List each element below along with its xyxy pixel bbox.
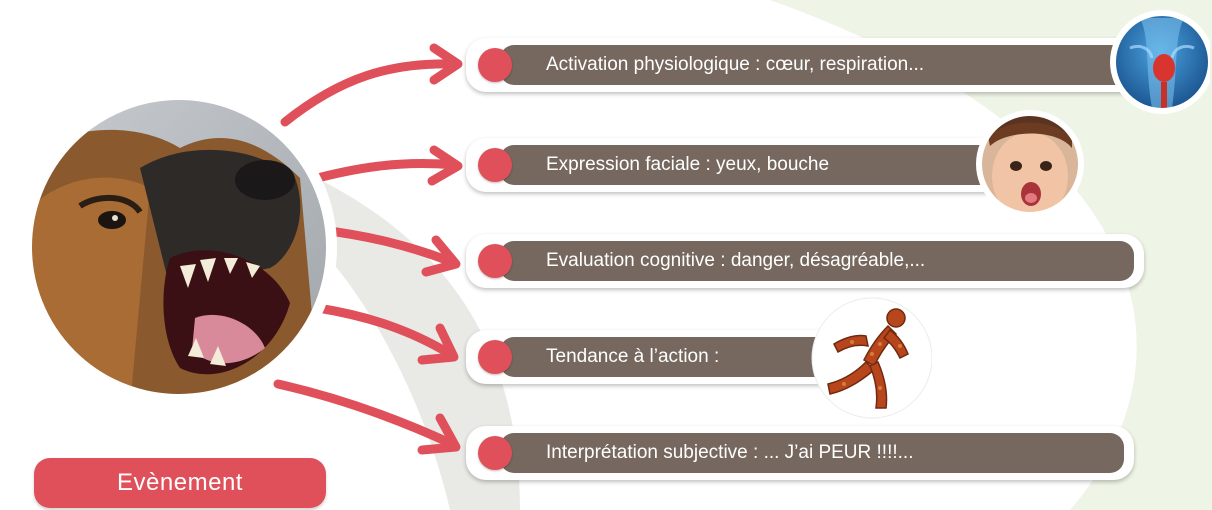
- response-label-box: Activation physiologique : cœur, respira…: [500, 45, 1134, 85]
- response-label: Evaluation cognitive : danger, désagréab…: [546, 250, 926, 271]
- arrow-to-evaluation: [317, 225, 457, 267]
- arrow-to-activation: [280, 59, 460, 127]
- arrow-to-action: [313, 303, 455, 359]
- response-label-box: Interprétation subjective : ... J’ai PEU…: [500, 433, 1124, 473]
- running-figure-thumbnail: [811, 297, 932, 419]
- event-label: Evènement: [117, 469, 243, 496]
- bullet-dot: [478, 436, 512, 470]
- bullet-dot: [478, 148, 512, 182]
- arrow-to-expression: [305, 159, 460, 185]
- scared-child-face-thumbnail: [976, 110, 1084, 218]
- arrow-head-action: [417, 323, 459, 365]
- arrow-to-interpretation: [273, 379, 457, 449]
- response-label: Interprétation subjective : ... J’ai PEU…: [546, 442, 914, 463]
- response-label-box: Expression faciale : yeux, bouche: [500, 145, 996, 185]
- anatomy-heart-thumbnail: [1110, 10, 1210, 114]
- response-label: Activation physiologique : cœur, respira…: [546, 54, 925, 75]
- response-label: Expression faciale : yeux, bouche: [546, 154, 830, 175]
- arrow-head-expression: [427, 145, 463, 186]
- arrow-head-activation: [429, 43, 463, 85]
- response-label: Tendance à l’action :: [546, 346, 720, 367]
- bullet-dot: [478, 340, 512, 374]
- response-label-box: Evaluation cognitive : danger, désagréab…: [500, 241, 1134, 281]
- event-badge: Evènement: [34, 458, 326, 508]
- bullet-dot: [478, 244, 512, 278]
- arrow-head-evaluation: [421, 235, 461, 277]
- response-label-box: Tendance à l’action :: [500, 337, 834, 377]
- arrow-head-interpretation: [417, 413, 461, 455]
- angry-dog-photo: [21, 89, 337, 405]
- bullet-dot: [478, 48, 512, 82]
